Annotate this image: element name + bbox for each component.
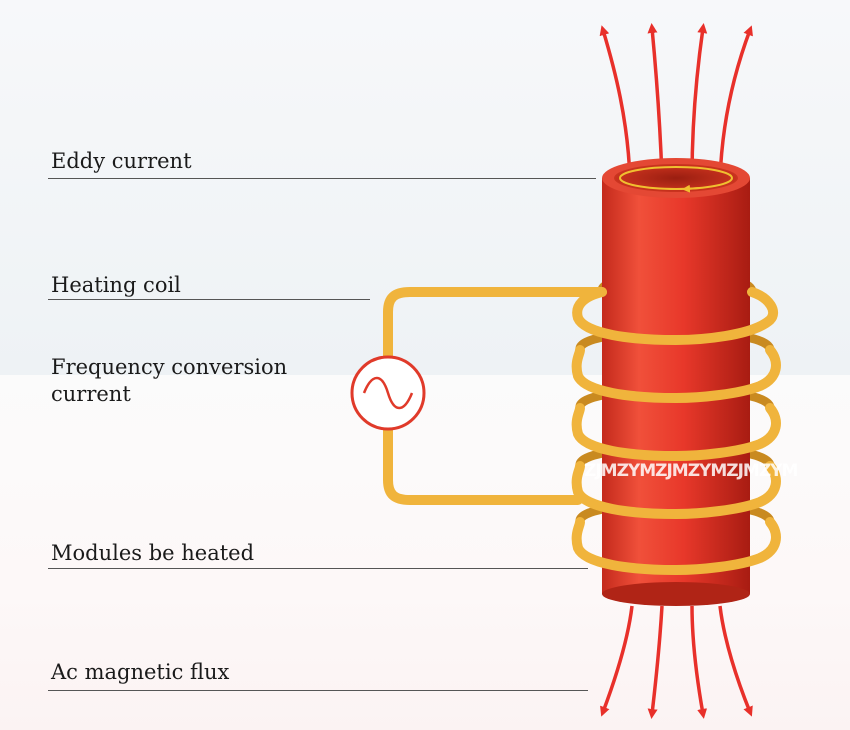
label-eddy-current: Eddy current: [51, 149, 192, 173]
flux-arrow-top-1: [599, 25, 632, 181]
eddy-current-arrow: [682, 184, 701, 193]
leader-line-modules-heated: [48, 568, 588, 569]
leader-line-heating-coil: [48, 299, 370, 300]
watermark-text: ZJMZYMZJMZYMZJMZYM: [584, 461, 798, 481]
flux-arrows-bottom: [600, 605, 753, 719]
flux-arrow-bottom-1: [600, 605, 634, 717]
flux-arrow-bottom-4: [718, 605, 753, 717]
flux-arrows-top: [599, 23, 753, 181]
flux-arrow-top-4: [718, 25, 753, 181]
flux-arrow-bottom-3: [690, 605, 708, 719]
flux-arrow-top-3: [690, 23, 708, 179]
label-frequency-current: current: [51, 382, 131, 406]
flux-arrow-top-2: [647, 23, 664, 179]
heated-workpiece-cylinder: [602, 158, 750, 606]
leader-line-eddy-current: [48, 178, 596, 179]
label-ac-magnetic-flux: Ac magnetic flux: [51, 660, 230, 684]
flux-arrow-bottom-2: [647, 605, 664, 719]
coil-lead-bottom: [383, 419, 583, 505]
coil-lead-top: [383, 287, 607, 367]
label-frequency-conversion: Frequency conversion: [51, 355, 288, 379]
label-modules-heated: Modules be heated: [51, 541, 255, 565]
label-heating-coil: Heating coil: [51, 273, 181, 297]
eddy-current-loop: [619, 166, 733, 190]
ac-source: [350, 355, 426, 431]
ac-sine-wave-icon: [362, 376, 414, 410]
leader-line-ac-magnetic-flux: [48, 690, 588, 691]
heating-coil: [383, 287, 781, 576]
